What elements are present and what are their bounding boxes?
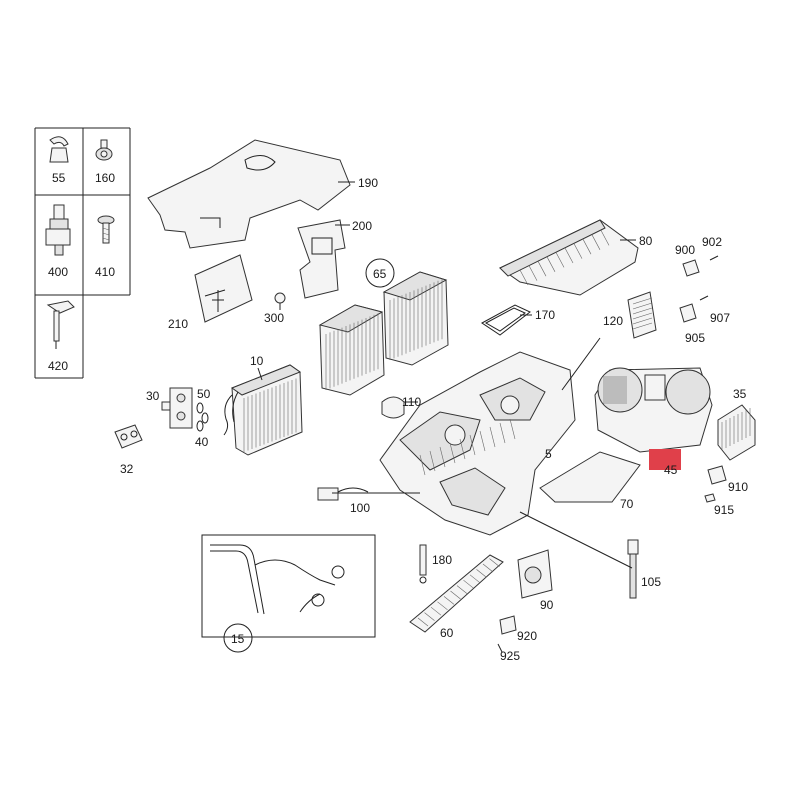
callout-120: 120 xyxy=(603,314,623,328)
mounting-bracket xyxy=(114,424,143,449)
legend-grid: 55 160 400 410 xyxy=(34,127,131,379)
callout-910: 910 xyxy=(728,480,748,494)
sensor-900 xyxy=(682,255,719,277)
flap-motor xyxy=(381,396,405,419)
callout-915: 915 xyxy=(714,503,734,517)
leader-line xyxy=(519,511,633,569)
screw-icon xyxy=(97,215,115,244)
blower-housing xyxy=(594,367,713,453)
air-duct xyxy=(499,219,639,296)
refrigerant-lines xyxy=(201,534,376,653)
wiring-connector xyxy=(317,487,369,501)
panel-sheet xyxy=(194,254,253,323)
callout-circle-65 xyxy=(365,258,395,288)
sensor-905 xyxy=(679,295,709,323)
sensor-icon xyxy=(45,204,71,256)
insulation-mat xyxy=(147,139,355,249)
actuator-motor xyxy=(517,549,553,599)
callout-105: 105 xyxy=(641,575,661,589)
floor-panel xyxy=(539,451,641,503)
callout-200: 200 xyxy=(352,219,372,233)
callout-190: 190 xyxy=(358,176,378,190)
callout-907: 907 xyxy=(710,311,730,325)
callout-80: 80 xyxy=(639,234,653,248)
callout-110: 110 xyxy=(402,395,421,409)
highlight-45 xyxy=(649,449,681,470)
callout-45: 45 xyxy=(664,463,678,477)
callout-180: 180 xyxy=(432,553,452,567)
temp-sensor xyxy=(627,539,639,599)
callout-10: 10 xyxy=(250,354,264,368)
legend-label-420: 420 xyxy=(48,359,68,373)
hvac-housing xyxy=(379,351,576,536)
leader-line xyxy=(561,337,601,391)
callout-40: 40 xyxy=(195,435,209,449)
callout-925: 925 xyxy=(500,649,520,663)
connector-920 xyxy=(497,615,517,653)
callout-300: 300 xyxy=(264,311,284,325)
callout-100: 100 xyxy=(350,501,370,515)
cabin-filter-left xyxy=(318,304,385,396)
gasket-frame xyxy=(481,304,531,336)
callout-65: 65 xyxy=(373,267,387,281)
callout-90: 90 xyxy=(540,598,554,612)
heater-core xyxy=(409,554,504,633)
callout-905: 905 xyxy=(685,331,705,345)
legend-label-400: 400 xyxy=(48,265,68,279)
legend-label-55: 55 xyxy=(52,171,66,185)
blower-resistor xyxy=(717,404,756,461)
foam-seal xyxy=(297,219,350,299)
clip-icon xyxy=(49,136,69,163)
legend-label-160: 160 xyxy=(95,171,115,185)
nut-icon xyxy=(95,139,113,161)
callout-32: 32 xyxy=(120,462,134,476)
callout-35: 35 xyxy=(733,387,747,401)
callout-circle-15 xyxy=(223,623,253,653)
probe-icon xyxy=(46,300,75,349)
cabin-filter-right xyxy=(382,271,449,366)
control-module xyxy=(627,291,657,339)
expansion-valve xyxy=(161,387,193,429)
callout-900: 900 xyxy=(675,243,695,257)
sensor-910 xyxy=(704,465,727,503)
callout-70: 70 xyxy=(620,497,634,511)
callout-50: 50 xyxy=(197,387,211,401)
drain-tube xyxy=(419,544,427,584)
o-rings xyxy=(196,402,209,432)
evaporator-core xyxy=(223,364,303,456)
callout-15: 15 xyxy=(231,632,245,646)
callout-170: 170 xyxy=(535,308,555,322)
legend-label-410: 410 xyxy=(95,265,115,279)
retainer-clip xyxy=(274,292,286,310)
callout-5: 5 xyxy=(545,447,552,461)
callout-902: 902 xyxy=(702,235,722,249)
callout-210: 210 xyxy=(168,317,188,331)
callout-30: 30 xyxy=(146,389,160,403)
callout-920: 920 xyxy=(517,629,537,643)
callout-60: 60 xyxy=(440,626,454,640)
